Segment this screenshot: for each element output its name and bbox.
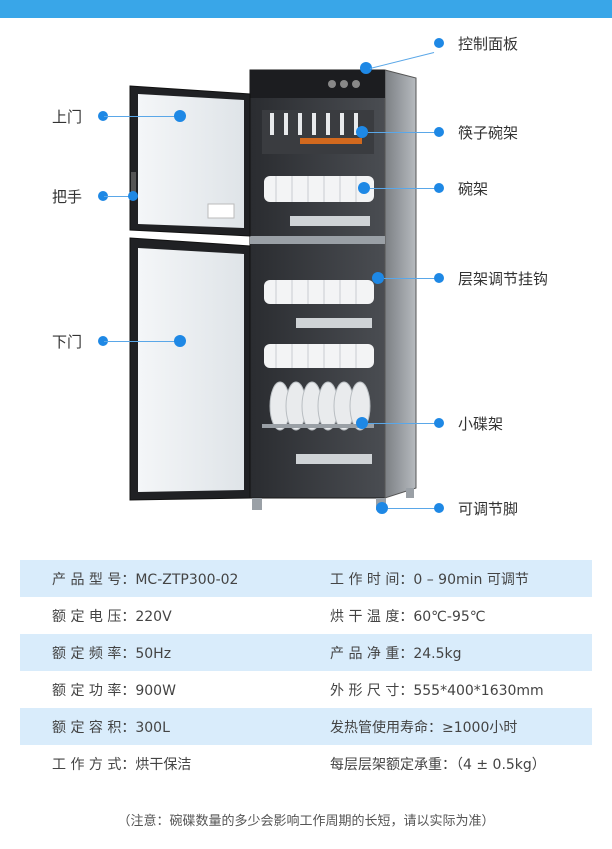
callout-dot: [360, 62, 372, 74]
spec-cell-right: 外 形 尺 寸：555*400*1630mm: [330, 682, 544, 699]
callout-dot: [434, 183, 444, 193]
callout-line: [104, 341, 178, 342]
spec-cell-left: 额 定 电 压：220V: [52, 608, 172, 625]
upper-racks: [262, 110, 374, 226]
footnote: （注意：碗碟数量的多少会影响工作周期的长短，请以实际为准）: [117, 814, 495, 829]
callout-dot: [174, 335, 186, 347]
callout-dot: [434, 418, 444, 428]
spec-cell-right: 发热管使用寿命：≥1000小时: [330, 719, 518, 736]
spec-row: 产 品 型 号：MC-ZTP300-02 工 作 时 间：0 – 90min 可…: [20, 560, 592, 597]
spec-cell-left: 额 定 容 积：300L: [52, 719, 170, 736]
cabinet-foot-left: [252, 498, 262, 510]
callout-bowl-rack: 碗架: [458, 180, 489, 198]
spec-row: 额 定 频 率：50Hz 产 品 净 重：24.5kg: [20, 634, 592, 671]
callout-line: [368, 132, 436, 133]
callout-dot: [98, 191, 108, 201]
callout-dot: [434, 127, 444, 137]
callout-dot: [174, 110, 186, 122]
cabinet-illustration: [129, 69, 417, 510]
callout-plate-rack: 小碟架: [458, 415, 504, 433]
callout-line: [368, 423, 436, 424]
top-banner-bar: [0, 0, 612, 18]
callout-dot: [434, 38, 444, 48]
spec-cell-right: 烘 干 温 度：60℃-95℃: [330, 608, 486, 625]
callout-dot: [356, 417, 368, 429]
callout-dot: [98, 111, 108, 121]
callout-dot: [372, 272, 384, 284]
callout-handle: 把手: [52, 188, 83, 206]
spec-table: 产 品 型 号：MC-ZTP300-02 工 作 时 间：0 – 90min 可…: [20, 560, 592, 782]
control-panel-strip: [250, 70, 385, 98]
callout-dot: [98, 336, 108, 346]
callout-line: [384, 278, 436, 279]
spec-cell-left: 额 定 频 率：50Hz: [52, 645, 172, 662]
spec-row: 工 作 方 式：烘干保洁 每层层架额定承重：（4 ± 0.5kg）: [20, 745, 592, 782]
spec-cell-right: 每层层架额定承重：（4 ± 0.5kg）: [330, 756, 546, 773]
cabinet-side-panel: [384, 69, 417, 499]
callout-dot: [434, 503, 444, 513]
callout-dot: [356, 126, 368, 138]
callout-upper-door: 上门: [52, 108, 83, 126]
callout-dot: [358, 182, 370, 194]
spec-row: 额 定 功 率：900W 外 形 尺 寸：555*400*1630mm: [20, 671, 592, 708]
callout-shelf-hook: 层架调节挂钩: [458, 270, 549, 288]
callout-line: [104, 116, 178, 117]
callout-line: [388, 508, 436, 509]
callout-lower-door: 下门: [52, 333, 83, 351]
spec-cell-right: 工 作 时 间：0 – 90min 可调节: [330, 571, 529, 588]
callout-dot: [376, 502, 388, 514]
callout-chopstick-rack: 筷子碗架: [458, 124, 519, 142]
spec-cell-left: 额 定 功 率：900W: [52, 682, 176, 699]
spec-cell-right: 产 品 净 重：24.5kg: [330, 645, 462, 662]
product-diagram: 上门 把手 下门 控制面板 筷子碗架 碗架 层架调节挂钩 小碟架 可调节脚: [0, 18, 612, 538]
spec-cell-left: 工 作 方 式：烘干保洁: [52, 756, 192, 773]
spec-row: 额 定 容 积：300L 发热管使用寿命：≥1000小时: [20, 708, 592, 745]
spec-cell-left: 产 品 型 号：MC-ZTP300-02: [52, 571, 239, 588]
spec-row: 额 定 电 压：220V 烘 干 温 度：60℃-95℃: [20, 597, 592, 634]
callout-line: [370, 188, 436, 189]
callout-dot: [128, 191, 138, 201]
callout-dot: [434, 273, 444, 283]
callout-adjustable-foot: 可调节脚: [458, 500, 519, 518]
callout-line: [104, 196, 136, 197]
door-handle: [131, 172, 136, 196]
callout-control-panel: 控制面板: [458, 35, 519, 53]
